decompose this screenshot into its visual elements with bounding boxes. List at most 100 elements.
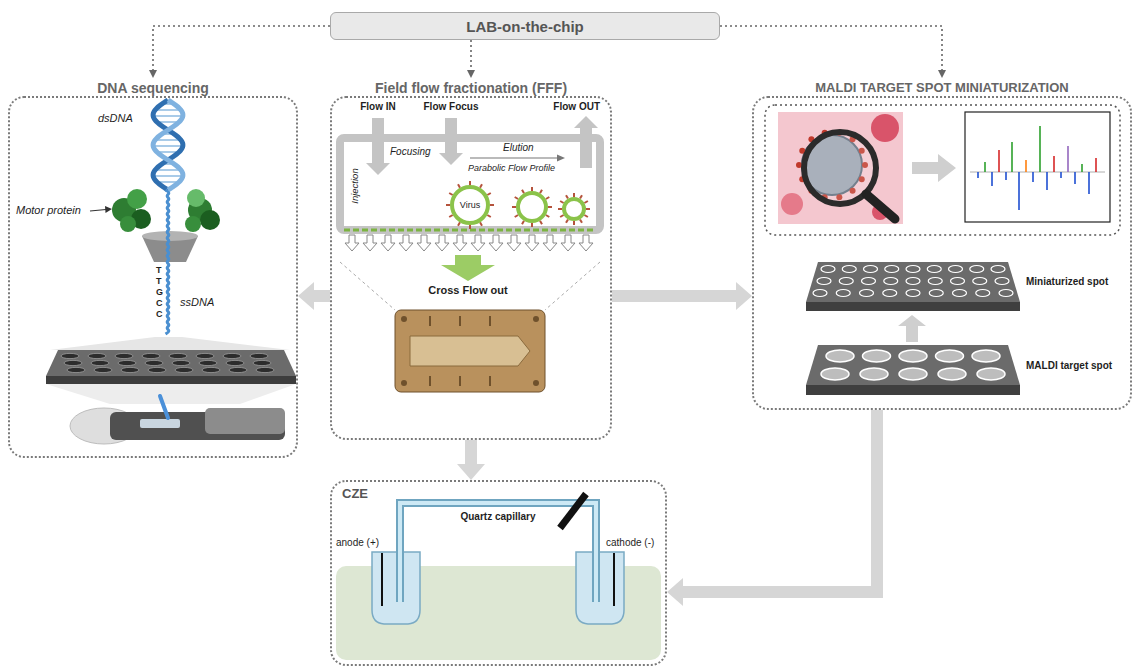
target-spot — [951, 278, 965, 285]
cross-flow-arrow — [441, 255, 495, 281]
inlet-pipe — [372, 118, 384, 163]
flow-label: Flow IN — [360, 101, 396, 113]
pore-well — [94, 367, 112, 372]
pore-well — [142, 353, 160, 358]
cross-flow-arrow — [435, 235, 449, 251]
virus-image — [781, 193, 803, 215]
flow-label: Parabolic Flow Profile — [468, 163, 555, 174]
target-spot — [863, 350, 891, 362]
virus-image — [778, 112, 903, 224]
virus-particle — [531, 187, 533, 191]
maldi-illustration — [765, 105, 1120, 235]
inlet-pipe — [574, 116, 598, 128]
buffer-vial — [372, 552, 624, 624]
virus-particle — [566, 219, 568, 222]
virus-particle — [469, 225, 471, 229]
flow-label: Elution — [503, 142, 534, 154]
spectrum-peak — [1018, 172, 1020, 210]
panel-title: Field flow fractionation (FFF) — [375, 78, 567, 96]
cross-flow-arrow — [453, 235, 467, 251]
target-spot — [973, 278, 987, 285]
part-label: ssDNA — [180, 296, 214, 309]
flow-arrow — [470, 155, 565, 162]
inlet-pipe — [580, 128, 592, 168]
virus-particle — [446, 181, 494, 229]
virus-particle — [487, 215, 490, 217]
cross-flow-arrow — [507, 235, 521, 251]
target-spot — [860, 290, 874, 297]
virus-image — [871, 114, 899, 142]
dna-helix — [153, 175, 183, 177]
spectrum-peak — [978, 126, 1096, 210]
pore-well — [169, 353, 187, 358]
flow-label: Cross Flow out — [428, 284, 507, 297]
pore-well — [115, 353, 133, 358]
virus-particle — [518, 193, 546, 221]
virus-particle — [458, 184, 460, 187]
virus-particle — [487, 193, 490, 195]
target-spot — [972, 350, 1000, 362]
inlet-pipe — [439, 153, 463, 165]
sequencing-chip — [46, 350, 296, 376]
pore-well — [118, 360, 136, 365]
spectrum-peak — [991, 172, 993, 186]
spectrum-peak — [1060, 172, 1062, 178]
spectrum-peak — [1088, 172, 1090, 194]
dotted-arrow — [720, 26, 942, 70]
pore-well — [121, 367, 139, 372]
virus-particle — [540, 190, 542, 193]
target-spot — [995, 278, 1009, 285]
fff-chip-photo — [430, 316, 490, 386]
target-spot — [991, 266, 1005, 273]
flow-label: Flow Focus — [424, 101, 479, 113]
virus-particle — [548, 206, 552, 208]
detector — [560, 494, 586, 528]
cross-flow-arrow — [381, 235, 395, 251]
virus-image — [866, 194, 895, 219]
inlet-pipe — [366, 163, 390, 175]
target-spot — [970, 266, 984, 273]
inlet-pipe — [366, 116, 598, 175]
dna-helix — [153, 100, 183, 190]
cross-flow-arrow — [471, 235, 485, 251]
target-spot — [928, 278, 942, 285]
part-label: Virus — [460, 200, 480, 211]
fff-chip-photo — [410, 336, 530, 366]
ssdna-strand — [166, 190, 169, 334]
virus-particle — [546, 197, 549, 199]
virus-image — [778, 112, 903, 224]
pore-well — [199, 360, 217, 365]
process-arrow — [912, 154, 956, 182]
electrode — [382, 553, 614, 606]
motor-protein — [187, 189, 205, 207]
virus-particle — [452, 187, 488, 223]
miniaturized-plate — [806, 302, 1020, 311]
electrode-label: cathode (-) — [606, 537, 654, 549]
flow-label: Flow OUT — [553, 101, 600, 113]
mass-spectrum — [970, 172, 1105, 173]
spectrum-peak — [1095, 158, 1097, 172]
base-letter: C — [156, 298, 163, 309]
target-spot — [977, 368, 1005, 380]
pore-well — [148, 367, 166, 372]
fff-chip-photo — [533, 380, 539, 386]
virus-particle — [446, 204, 450, 206]
pore-well — [91, 360, 109, 365]
virus-particle — [522, 190, 524, 193]
base-letter: G — [156, 287, 163, 298]
dna-helix — [153, 115, 183, 117]
target-spot — [883, 290, 897, 297]
dna-helix — [153, 145, 183, 147]
pore-well — [226, 360, 244, 365]
pore-well — [229, 367, 247, 372]
sequencer-device — [70, 396, 285, 444]
electrode-label: anode (+) — [336, 537, 379, 549]
target-spot — [899, 350, 927, 362]
sequencer-device — [160, 396, 168, 418]
ssdna-strand — [166, 190, 169, 334]
sequencing-chip — [46, 384, 296, 404]
fff-chip-photo — [401, 380, 407, 386]
virus-particle — [458, 222, 460, 225]
target-spot — [821, 266, 835, 273]
method-panel: Field flow fractionation (FFF) — [330, 78, 612, 440]
